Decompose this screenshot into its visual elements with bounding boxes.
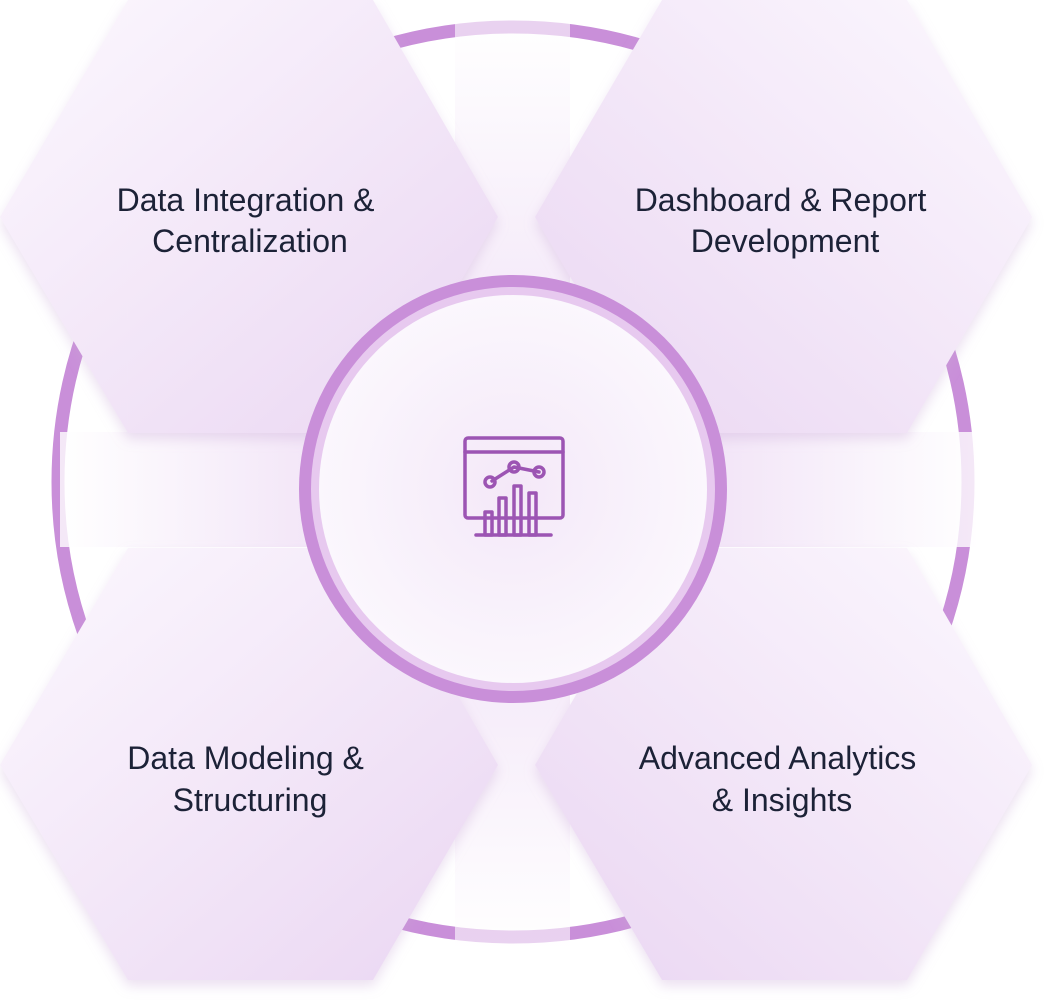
hexagon-label-top-right: Dashboard & Report Development: [635, 182, 936, 259]
hexagon-bottom-left: [0, 548, 498, 980]
hexagon-label-top-left: Data Integration & Centralization: [117, 182, 384, 259]
hexagon-top-left: [0, 0, 498, 433]
hexagon-top-right: [535, 0, 1032, 433]
hexagon-bottom-right: [535, 548, 1032, 980]
analytics-dashboard-icon: [463, 436, 565, 537]
hexagon-label-bottom-left: Data Modeling & Structuring: [127, 740, 372, 818]
hexagon-label-bottom-right: Advanced Analytics & Insights: [639, 740, 925, 818]
